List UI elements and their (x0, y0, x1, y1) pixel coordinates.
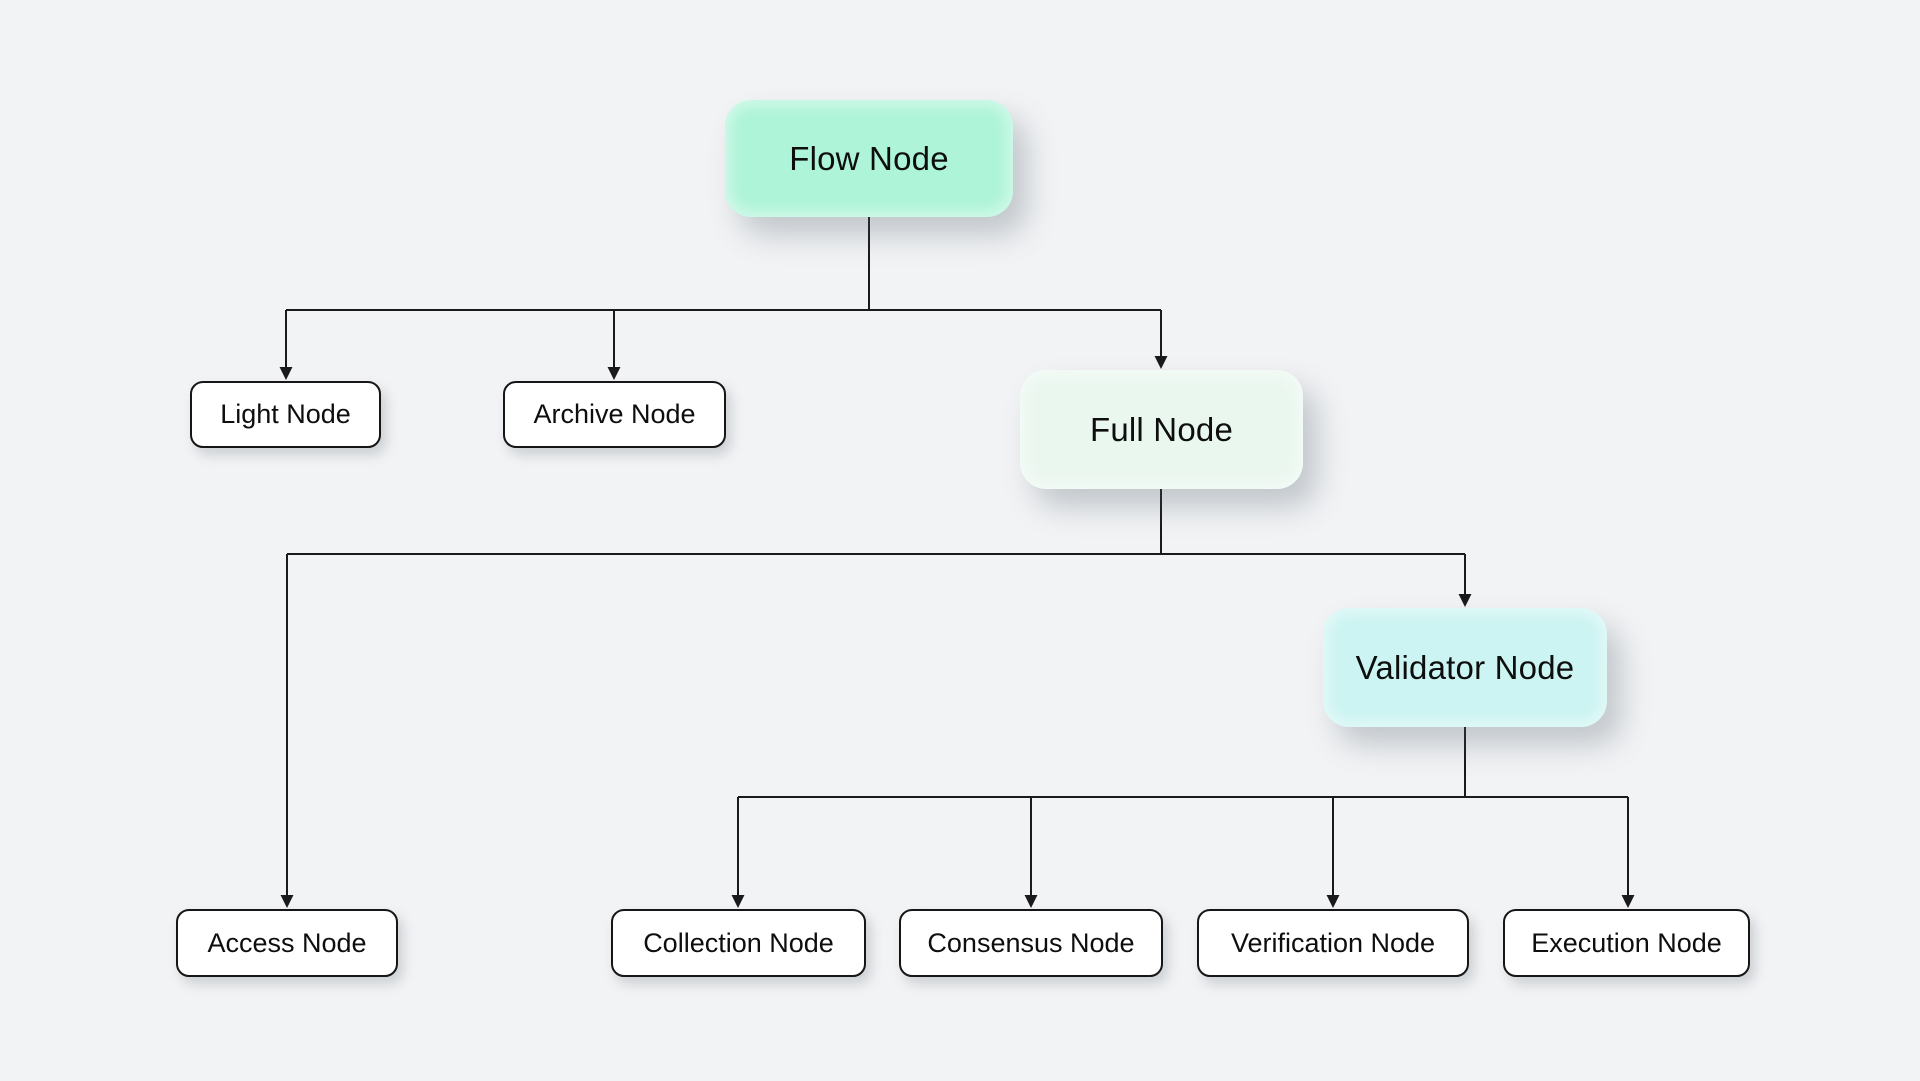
node-verification-node: Verification Node (1197, 909, 1469, 977)
node-validator-node-label: Validator Node (1355, 648, 1575, 686)
connector-level1-bus (286, 217, 1161, 311)
node-full-node: Full Node (1020, 370, 1303, 489)
node-full-node-label: Full Node (1089, 410, 1234, 448)
node-collection-node: Collection Node (611, 909, 866, 977)
node-light-node-label: Light Node (220, 399, 351, 429)
node-verification-node-label: Verification Node (1230, 927, 1436, 958)
node-archive-node-label: Archive Node (533, 399, 696, 429)
node-execution-node: Execution Node (1503, 909, 1750, 977)
node-access-node-label: Access Node (207, 927, 367, 958)
node-light-node: Light Node (190, 381, 381, 448)
node-consensus-node-label: Consensus Node (927, 927, 1135, 958)
node-collection-node-label: Collection Node (643, 927, 834, 958)
connector-level2-bus (287, 489, 1465, 555)
node-execution-node-label: Execution Node (1531, 927, 1722, 958)
node-archive-node: Archive Node (503, 381, 726, 448)
node-flow-node: Flow Node (725, 100, 1013, 217)
node-access-node: Access Node (176, 909, 398, 977)
node-consensus-node: Consensus Node (899, 909, 1163, 977)
connector-level3-bus (738, 727, 1628, 798)
node-flow-node-label: Flow Node (789, 139, 949, 177)
node-validator-node: Validator Node (1323, 608, 1607, 727)
